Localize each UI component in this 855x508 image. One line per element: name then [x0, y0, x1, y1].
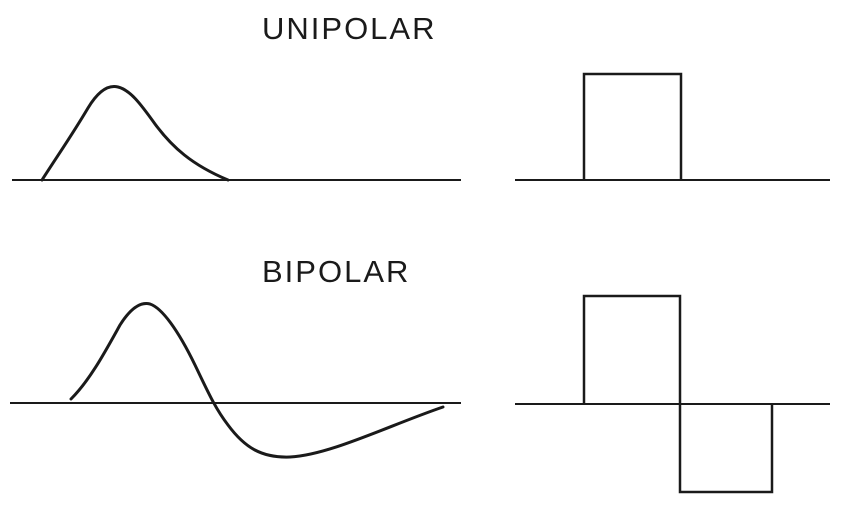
bipolar-smooth-pulse [69, 302, 445, 459]
bipolar-label: BIPOLAR [262, 254, 410, 289]
bipolar-square-pulse [582, 294, 774, 494]
bipolar-smooth-panel [10, 302, 461, 459]
unipolar-smooth-panel [12, 85, 461, 182]
unipolar-square-pulse [582, 72, 683, 180]
unipolar-label: UNIPOLAR [262, 11, 436, 46]
unipolar-smooth-pulse [40, 85, 230, 182]
bipolar-square-panel [515, 294, 830, 494]
unipolar-square-panel [515, 72, 830, 181]
